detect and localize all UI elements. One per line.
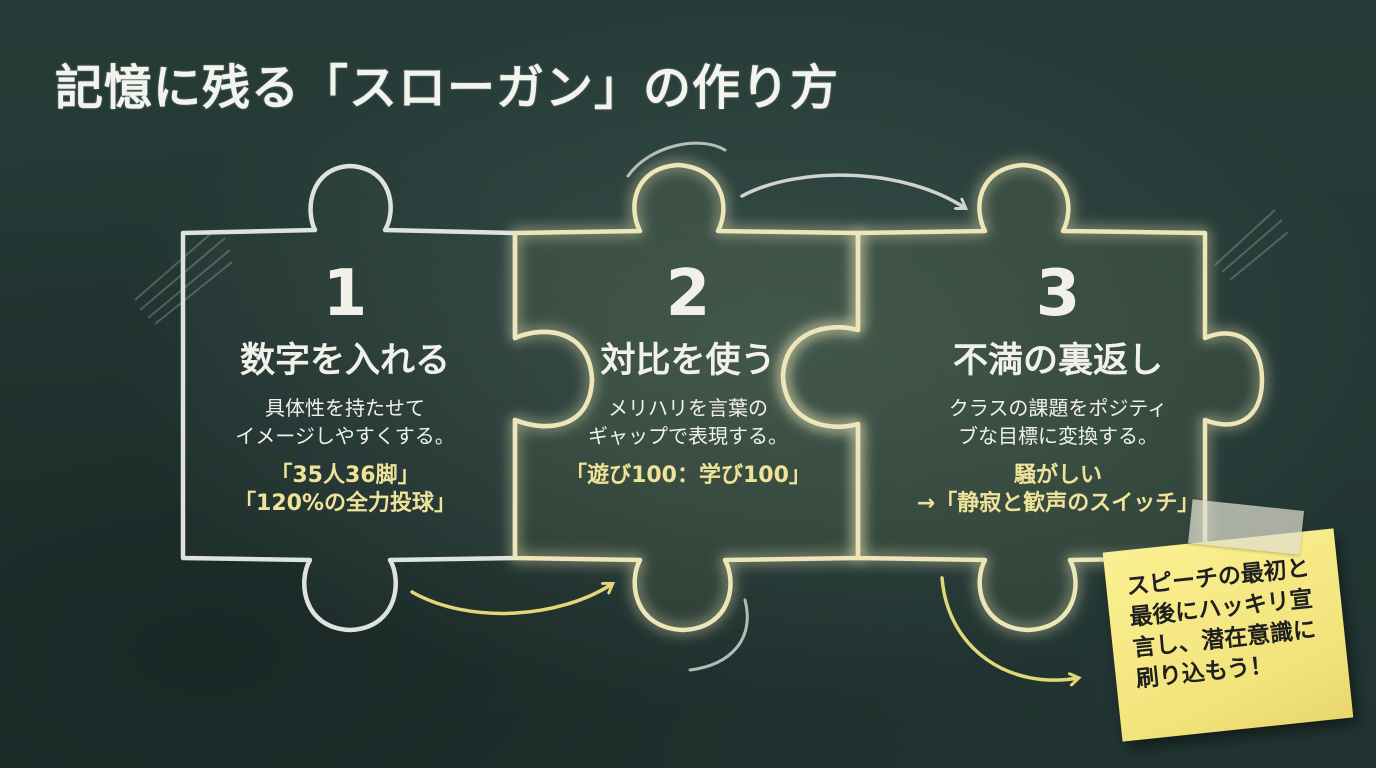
step-1-number: 1 [322, 257, 368, 331]
step-3-number: 3 [1035, 257, 1081, 331]
step-3-desc-line-2: ブな目標に変換する。 [958, 424, 1158, 448]
step-3-desc-line-1: クラスの課題をポジティ [948, 396, 1168, 420]
step-1-desc-line-1: 具体性を持たせて [265, 396, 425, 420]
arrow-3-to-note [940, 576, 1078, 680]
step-2-heading: 対比を使う [600, 341, 776, 381]
step-1-heading: 数字を入れる [239, 341, 450, 381]
step-3: 3 不満の裏返し クラスの課題をポジティ ブな目標に変換する。 騒がしい →「静… [908, 262, 1208, 518]
step-3-heading: 不満の裏返し [952, 341, 1163, 381]
arrow-2-to-3 [740, 173, 965, 208]
puzzle-piece-2 [512, 162, 861, 633]
chalk-curve-top [626, 141, 727, 178]
sticky-note: スピーチの最初と 最後にハッキリ宣 言し、潜在意識に 刷り込もう！ [1102, 528, 1354, 742]
sticky-note-text: スピーチの最初と 最後にハッキリ宣 言し、潜在意識に 刷り込もう！ [1125, 552, 1337, 696]
step-2: 2 対比を使う メリハリを言葉の ギャップで表現する。 「遊び100：学び100… [548, 262, 828, 490]
chalk-curve-bottom [688, 598, 749, 672]
step-1-desc-line-2: イメージしやすくする。 [235, 424, 455, 448]
page-title: 記憶に残る「スローガン」の作り方 [55, 60, 840, 116]
step-2-desc-line-1: メリハリを言葉の [608, 396, 768, 420]
step-1: 1 数字を入れる 具体性を持たせて イメージしやすくする。 「35人36脚」 「… [205, 262, 485, 518]
step-1-example-1: 「35人36脚」 [270, 463, 420, 488]
step-2-number: 2 [665, 257, 711, 331]
step-3-example-2: →「静寂と歓声のスイッチ」 [916, 491, 1200, 516]
step-2-example-1: 「遊び100：学び100」 [565, 463, 811, 488]
arrow-1-to-2 [410, 584, 612, 616]
step-1-example-2: 「120%の全力投球」 [234, 491, 456, 516]
chalk-smudges [134, 209, 1289, 325]
step-3-example-1: 騒がしい [1013, 463, 1102, 488]
step-2-desc-line-2: ギャップで表現する。 [588, 424, 788, 448]
